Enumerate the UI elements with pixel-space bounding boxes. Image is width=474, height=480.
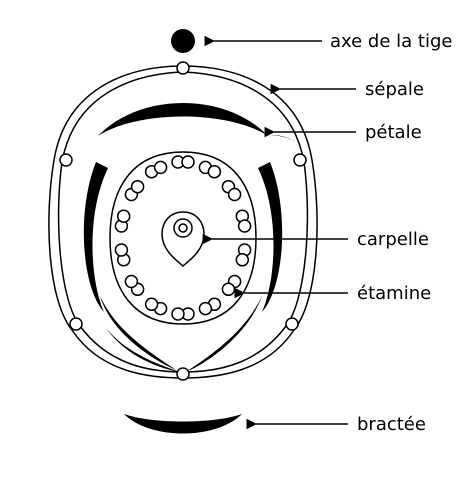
- label-sepal: sépale: [365, 79, 424, 100]
- stamen-anther: [171, 307, 195, 321]
- label-bract: bractée: [357, 414, 426, 435]
- carpel: [161, 211, 205, 267]
- stamen-anther: [124, 274, 145, 297]
- stamen-anther: [114, 209, 131, 233]
- sepal-junctions: [59, 61, 307, 381]
- stamen-anther: [144, 297, 168, 316]
- stamen-anther: [235, 243, 252, 267]
- bract-crescent: [124, 414, 242, 434]
- label-stamen: étamine: [357, 283, 431, 304]
- stamen-anther: [235, 209, 252, 233]
- petal-crescents: [83, 103, 296, 372]
- stamen-anther: [221, 274, 242, 297]
- stamen-anther: [221, 179, 242, 202]
- stamen-anther: [198, 297, 222, 316]
- label-petal: pétale: [365, 122, 422, 143]
- stamen-anther: [144, 160, 168, 179]
- label-carpel: carpelle: [357, 229, 429, 250]
- label-axis: axe de la tige: [330, 31, 452, 52]
- stamens: [114, 155, 252, 321]
- leader-arrows: [202, 35, 356, 430]
- stamen-anther: [114, 243, 131, 267]
- stamen-anther: [171, 155, 195, 169]
- stem-axis-dot: [171, 29, 195, 53]
- stamen-anther: [198, 160, 222, 179]
- stamen-anther: [124, 179, 145, 202]
